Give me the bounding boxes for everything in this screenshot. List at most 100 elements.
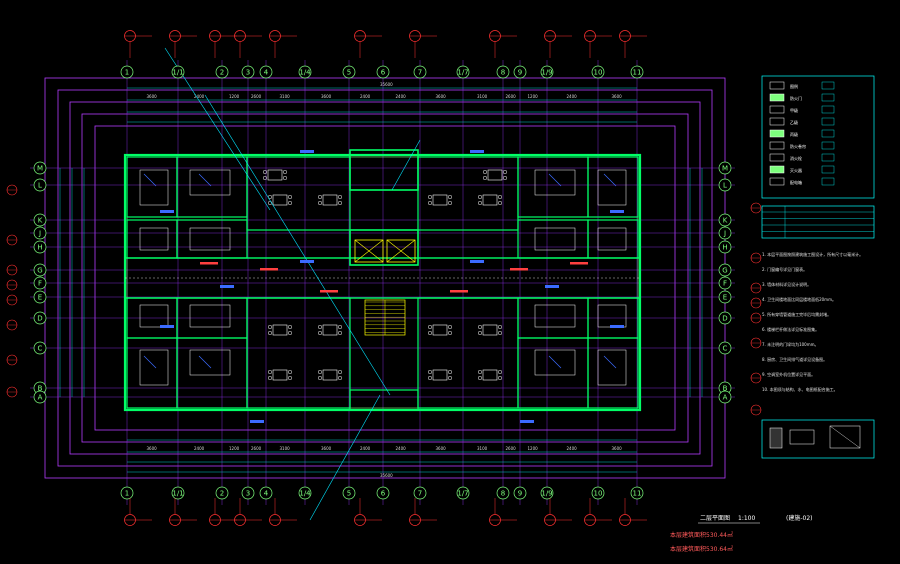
window-mark bbox=[610, 210, 624, 213]
dimension-label: 1200 bbox=[528, 446, 539, 451]
legend-swatch-2 bbox=[821, 81, 835, 90]
note-line: 2. 门窗编号详见门窗表。 bbox=[762, 266, 807, 272]
axis-bubble bbox=[718, 390, 732, 404]
chair bbox=[497, 324, 503, 330]
chair bbox=[267, 375, 273, 381]
axis-label: 1/9 bbox=[541, 69, 552, 77]
fixture-mark bbox=[603, 355, 617, 369]
legend-swatch-2 bbox=[821, 165, 835, 174]
chair bbox=[482, 175, 488, 181]
chair bbox=[502, 175, 508, 181]
dimension-label: 1200 bbox=[229, 446, 240, 451]
chair bbox=[477, 194, 483, 200]
axis-label: 1 bbox=[125, 490, 129, 498]
outer-frames bbox=[44, 77, 726, 479]
axis-label: 9 bbox=[518, 490, 522, 498]
axis-label: 5 bbox=[347, 69, 351, 77]
dimension-label: 3600 bbox=[147, 446, 158, 451]
note-line: 7. 未注明的门垛均为100mm。 bbox=[762, 341, 819, 347]
door-mark bbox=[510, 268, 528, 271]
axis-bubble bbox=[413, 65, 427, 79]
stair-treads bbox=[364, 299, 406, 336]
note-line: 3. 墙体材料详见设计说明。 bbox=[762, 281, 811, 287]
chair bbox=[337, 369, 343, 375]
desk bbox=[482, 194, 498, 206]
axis-label: 1/1 bbox=[172, 69, 183, 77]
desk bbox=[322, 194, 338, 206]
legend-swatch bbox=[769, 165, 785, 174]
note-line: 5. 所有穿墙管道施工完毕后均需封堵。 bbox=[762, 311, 831, 317]
axis-bubble bbox=[630, 486, 644, 500]
desk bbox=[482, 324, 498, 336]
title-block: 二层平面图 1:100 (建施-02) 本层建筑面积530.44㎡ 本层建筑面积… bbox=[670, 514, 812, 553]
axis-bubble bbox=[33, 290, 47, 304]
legend-swatch-2 bbox=[821, 105, 835, 114]
axis-bubble bbox=[33, 161, 47, 175]
fixture-mark bbox=[143, 355, 157, 369]
axis-label: G bbox=[722, 267, 727, 275]
desk bbox=[487, 169, 503, 181]
chair bbox=[317, 330, 323, 336]
legend-label: 防火门 bbox=[790, 95, 802, 101]
axis-bubble bbox=[591, 486, 605, 500]
axis-bubble bbox=[591, 65, 605, 79]
axis-label: K bbox=[38, 217, 43, 225]
desk bbox=[432, 324, 448, 336]
axis-bubble bbox=[513, 486, 527, 500]
window-mark bbox=[470, 260, 484, 263]
chair bbox=[282, 169, 288, 175]
legend-label: 灭火器 bbox=[790, 168, 802, 173]
room-wall bbox=[417, 156, 519, 231]
axis-label: H bbox=[37, 244, 42, 252]
room-fixture bbox=[139, 349, 169, 386]
axis-bubble bbox=[33, 213, 47, 227]
axis-label: D bbox=[722, 315, 727, 323]
axis-label: C bbox=[38, 345, 43, 353]
axis-bubble bbox=[513, 65, 527, 79]
axis-label: M bbox=[722, 165, 728, 173]
room-fixture bbox=[139, 304, 169, 328]
room-wall bbox=[246, 297, 351, 409]
chair bbox=[427, 200, 433, 206]
chair bbox=[287, 324, 293, 330]
axis-bubble bbox=[718, 213, 732, 227]
legend-swatch-2 bbox=[821, 93, 835, 102]
window-mark bbox=[610, 325, 624, 328]
desk bbox=[432, 194, 448, 206]
dimension-label: 2400 bbox=[396, 94, 407, 99]
legend-swatch bbox=[769, 141, 785, 150]
desk bbox=[267, 169, 283, 181]
chair bbox=[447, 200, 453, 206]
chair bbox=[267, 324, 273, 330]
legend-label: 配电箱 bbox=[790, 179, 802, 185]
chair bbox=[267, 369, 273, 375]
axis-bubble bbox=[120, 65, 134, 79]
legend-label: 消火栓 bbox=[790, 155, 802, 161]
axis-label: J bbox=[723, 230, 726, 238]
chair bbox=[497, 200, 503, 206]
axis-label: 9 bbox=[518, 69, 522, 77]
wall-annotations bbox=[160, 150, 624, 423]
axis-bubbles: 111/11/12233441/41/45566771/71/788991/91… bbox=[33, 65, 732, 500]
dimension-label: 2400 bbox=[194, 446, 205, 451]
axis-label: D bbox=[37, 315, 42, 323]
axis-label: J bbox=[38, 230, 41, 238]
axis-bubble bbox=[718, 161, 732, 175]
axis-bubble bbox=[342, 65, 356, 79]
chair bbox=[447, 324, 453, 330]
legend-label: 乙级 bbox=[790, 119, 798, 125]
room-wall bbox=[246, 156, 351, 231]
chair bbox=[447, 330, 453, 336]
chair bbox=[502, 169, 508, 175]
fixture-mark bbox=[198, 173, 212, 187]
room-fixture bbox=[597, 227, 627, 251]
axis-bubble bbox=[540, 486, 554, 500]
axis-label: B bbox=[723, 385, 728, 393]
axis-label: 4 bbox=[264, 69, 269, 77]
dimension-label: 2400 bbox=[567, 446, 578, 451]
room-partitions bbox=[126, 156, 639, 409]
dimension-label: 2600 bbox=[506, 446, 517, 451]
chair bbox=[262, 169, 268, 175]
